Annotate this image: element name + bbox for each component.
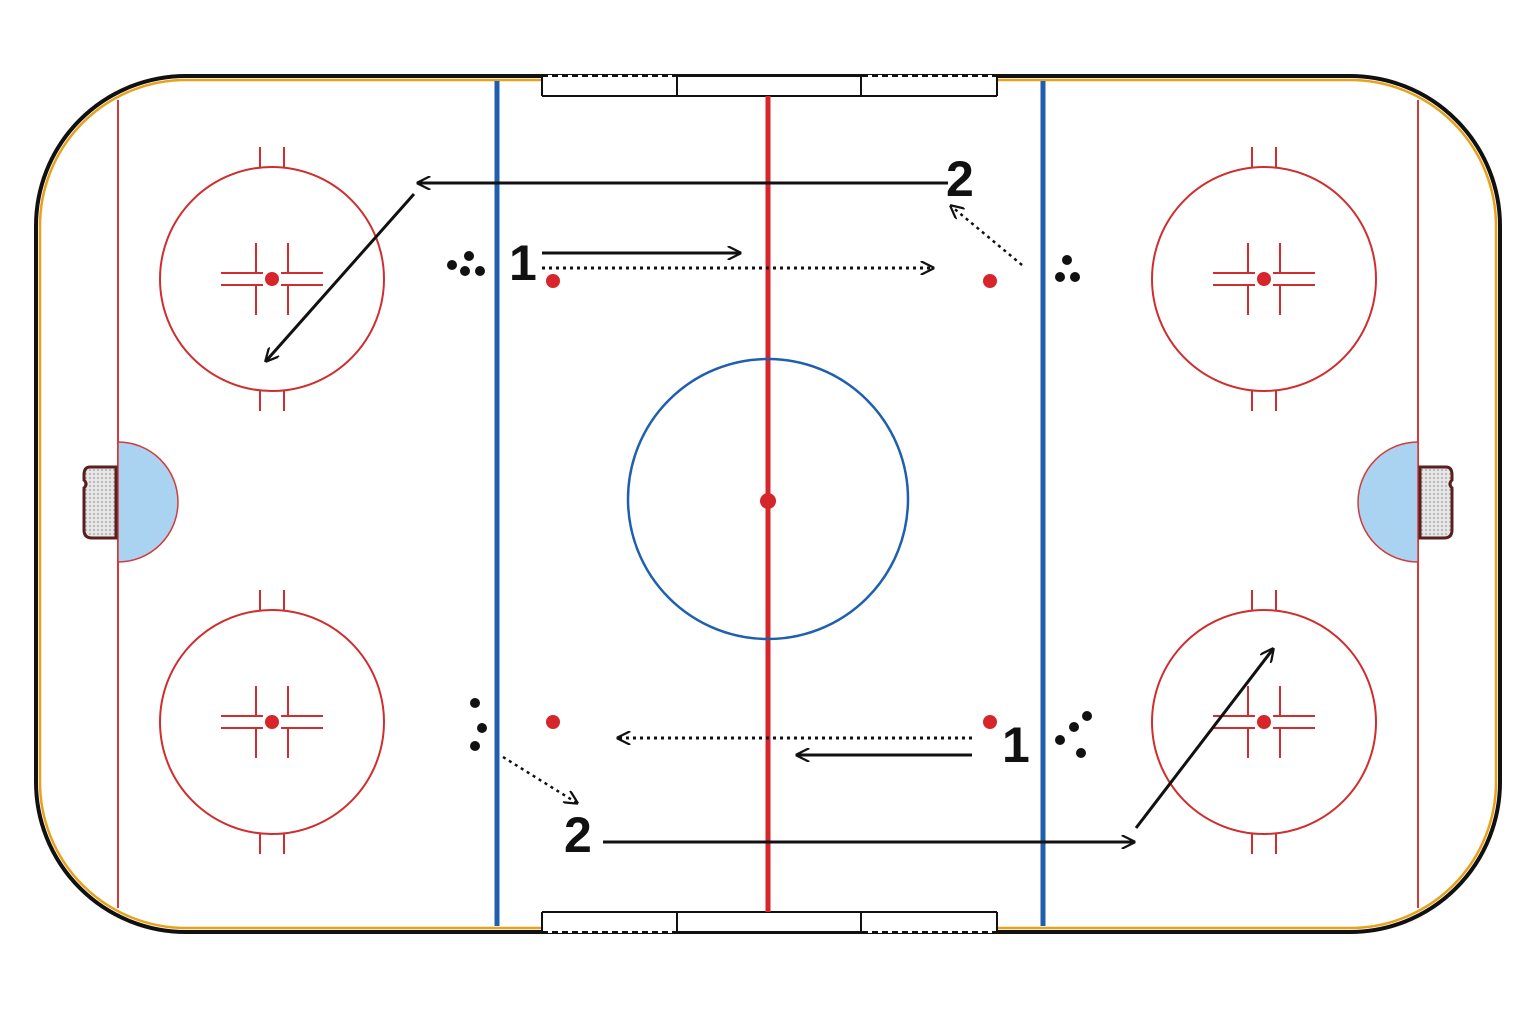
player-dot-icon — [1055, 735, 1065, 745]
neutral-dot-bottom-right — [983, 715, 997, 729]
player-group-bottom-right — [1055, 711, 1092, 758]
player-dot-icon — [470, 741, 480, 751]
faceoff-dot — [1257, 272, 1271, 286]
goal-net-icon — [82, 465, 118, 540]
crease-right — [1357, 441, 1419, 563]
player-dot-icon — [477, 723, 487, 733]
neutral-dot-bottom-left — [546, 715, 560, 729]
faceoff-dot — [265, 715, 279, 729]
label-bottom-left-2: 2 — [564, 807, 592, 863]
player-dot-icon — [1055, 272, 1065, 282]
player-dot-icon — [1062, 255, 1072, 265]
pass-arrow-top-2 — [951, 206, 1023, 266]
goal-net-icon — [1418, 465, 1454, 540]
crease-left — [117, 441, 179, 563]
player-group-top-left — [447, 251, 485, 276]
faceoff-circle-top-right — [1151, 147, 1377, 411]
player-group-bottom-left — [470, 698, 487, 751]
player-group-top-right — [1055, 255, 1080, 282]
player-dot-icon — [1069, 722, 1079, 732]
neutral-dot-top-right — [983, 274, 997, 288]
faceoff-circle-top-left — [159, 147, 385, 411]
player-dot-icon — [460, 266, 470, 276]
player-dot-icon — [1082, 711, 1092, 721]
pass-arrow-bottom-2 — [502, 755, 577, 803]
player-dot-icon — [470, 698, 480, 708]
player-dot-icon — [1070, 272, 1080, 282]
player-dot-icon — [1076, 748, 1086, 758]
player-dot-icon — [464, 251, 474, 261]
bench-top — [541, 75, 998, 97]
faceoff-circles — [159, 147, 1377, 854]
player-dot-icon — [475, 266, 485, 276]
neutral-dot-top-left — [546, 274, 560, 288]
skate-arrow-top-3 — [266, 193, 416, 361]
faceoff-circle-bottom-right — [1151, 590, 1377, 854]
center-dot — [760, 493, 776, 509]
player-dot-icon — [447, 260, 457, 270]
faceoff-dot — [265, 272, 279, 286]
label-top-left-1: 1 — [509, 235, 537, 291]
skate-arrow-bottom-3 — [1134, 649, 1273, 829]
bench-bottom — [541, 911, 998, 933]
faceoff-circle-bottom-left — [159, 590, 385, 854]
faceoff-dot — [1257, 715, 1271, 729]
label-bottom-right-1: 1 — [1002, 717, 1030, 773]
center-circle — [626, 357, 910, 641]
label-top-right-2: 2 — [946, 151, 974, 207]
